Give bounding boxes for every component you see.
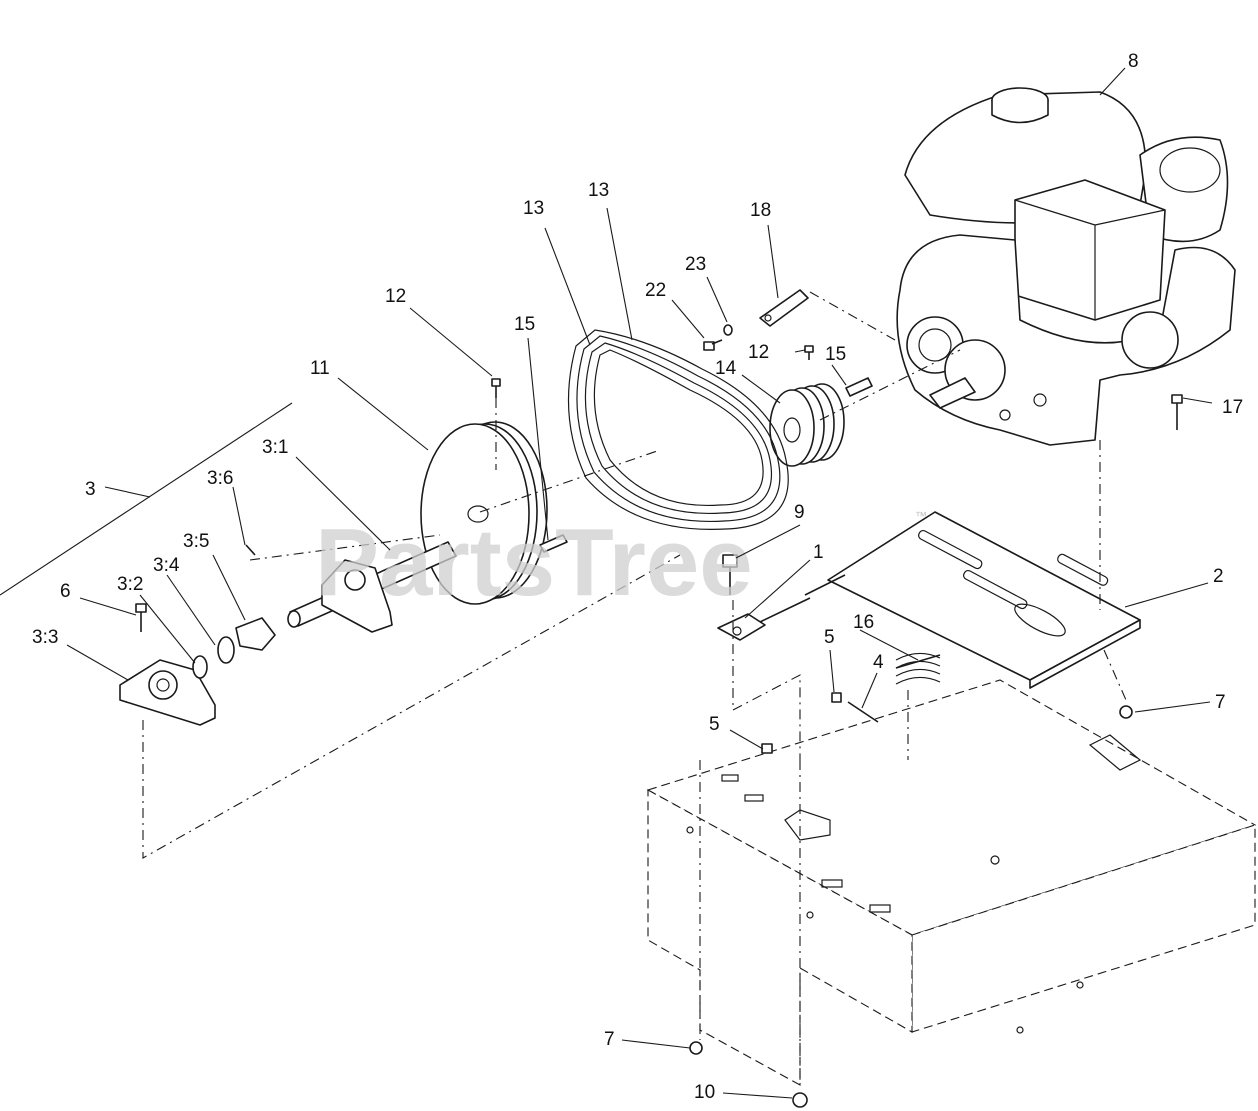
callout-14: 14	[715, 358, 737, 379]
callout-3-1: 3:1	[262, 437, 288, 458]
callout-3: 3	[85, 479, 96, 500]
callout-15: 15	[825, 344, 846, 365]
callout-5: 5	[824, 627, 835, 648]
callout-3-4: 3:4	[153, 555, 180, 576]
driven-pulley	[420, 421, 548, 605]
engine-mount-plate	[804, 511, 1141, 689]
v-belts	[567, 329, 789, 531]
callout-13: 13	[588, 180, 609, 201]
callout-22: 22	[645, 280, 666, 301]
callout-12: 12	[748, 342, 769, 363]
callout-13: 13	[523, 198, 544, 219]
callout-11: 11	[310, 358, 330, 379]
hardware	[135, 289, 1183, 1108]
callout-7: 7	[1215, 692, 1226, 713]
callout-9: 9	[794, 502, 805, 523]
shaft-bearing-assembly	[119, 541, 457, 726]
callout-10: 10	[694, 1082, 715, 1103]
alignment-lines	[142, 291, 1127, 859]
watermark: PartsTree	[315, 509, 753, 616]
assembly-3-bracket	[0, 402, 293, 596]
callout-3-2: 3:2	[117, 574, 143, 595]
callout-16: 16	[853, 612, 874, 633]
callout-3-5: 3:5	[183, 531, 209, 552]
callout-8: 8	[1128, 51, 1139, 72]
callout-6: 6	[60, 581, 71, 602]
machine-frame	[646, 679, 1257, 1086]
callout-1: 1	[813, 542, 824, 563]
callout-3-3: 3:3	[32, 627, 58, 648]
callout-2: 2	[1213, 566, 1224, 587]
engine-shaft-key	[845, 377, 873, 397]
callout-18: 18	[750, 200, 771, 221]
callout-4: 4	[873, 652, 884, 673]
callout-12: 12	[385, 286, 406, 307]
pulley-shaft-key	[539, 534, 568, 553]
leader-lines	[66, 67, 1213, 1099]
callout-labels: 8 18 13 13 23 22 12 12 15 15 14 17 11 3:…	[32, 51, 1243, 1103]
callout-23: 23	[685, 254, 706, 275]
callout-7: 7	[604, 1029, 615, 1050]
watermark-trademark: ™	[915, 509, 927, 523]
engine-pulley	[769, 383, 845, 467]
callout-5: 5	[709, 714, 720, 735]
callout-3-6: 3:6	[207, 468, 233, 489]
engine	[896, 87, 1236, 446]
callout-15: 15	[514, 314, 535, 335]
callout-17: 17	[1222, 397, 1243, 418]
